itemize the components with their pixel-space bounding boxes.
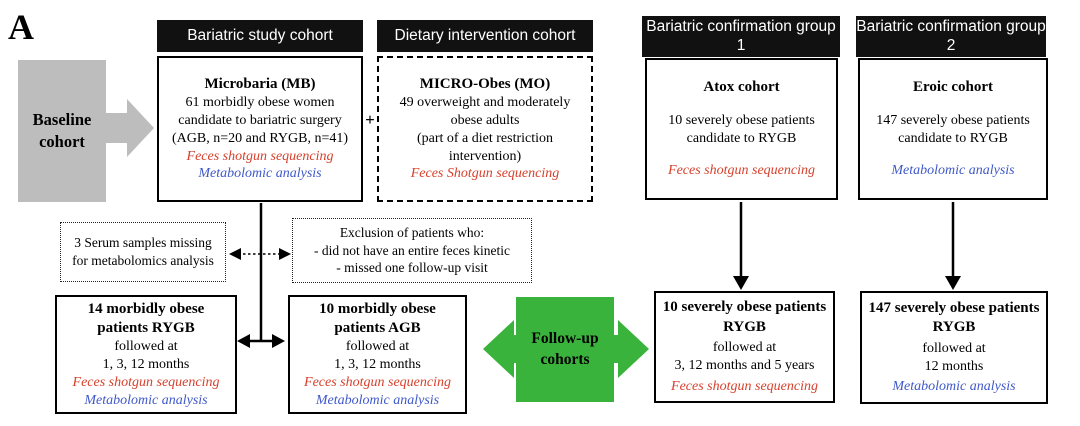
eroic-down-arrowhead — [945, 276, 961, 290]
atox-followup-box: 10 severely obese patients RYGB followed… — [654, 291, 835, 403]
micro-obes-description2: (part of a diet restriction intervention… — [416, 130, 554, 164]
mb-split-connector — [247, 203, 275, 343]
eroic-followup-followed: followed at 12 months — [868, 340, 1040, 376]
followup-center-rect — [516, 297, 614, 402]
atox-followup-title: 10 severely obese patients RYGB — [662, 299, 827, 335]
mb-agb-schedule: 1, 3, 12 months — [334, 356, 421, 372]
mb-rygb-followed: followed at — [114, 338, 178, 354]
eroic-followup-title: 147 severely obese patients RYGB — [868, 299, 1040, 335]
mb-rygb-schedule: 1, 3, 12 months — [102, 356, 190, 372]
header-bariatric-confirmation-group2: Bariatric confirmation group 2 — [856, 16, 1046, 57]
header-bariatric-study-cohort: Bariatric study cohort — [157, 20, 363, 52]
mb-agb-sequencing-tag: Feces shotgun sequencing — [304, 374, 451, 390]
atox-followup-schedule: 3, 12 months and 5 years — [674, 358, 815, 374]
eroic-cohort-box: Eroic cohort 147 severely obese patients… — [858, 58, 1048, 200]
mb-agb-followed: followed at — [345, 338, 410, 354]
eroic-followup-metabolomic-tag: Metabolomic analysis — [892, 379, 1016, 395]
dotted-arrowhead-right — [279, 248, 291, 260]
baseline-cohort-box: Baseline cohort — [18, 60, 106, 202]
microbaria-title: Microbaria (MB) — [204, 75, 316, 92]
eroic-followup-box: 147 severely obese patients RYGB followe… — [860, 291, 1048, 404]
mb-rygb-sequencing-tag: Feces shotgun sequencing — [72, 374, 220, 390]
header-dietary-intervention-cohort: Dietary intervention cohort — [377, 20, 593, 52]
plus-sign: + — [365, 110, 375, 129]
exclusion-title: Exclusion of patients who: — [339, 225, 485, 241]
baseline-arrow — [104, 99, 154, 157]
mb-agb-title: 10 morbidly obese patients AGB — [319, 300, 436, 336]
atox-followup-sequencing-tag: Feces shotgun sequencing — [671, 378, 818, 394]
exclusion-item-1: - did not have an entire feces kinetic — [313, 242, 511, 258]
eroic-followed-text: followed at — [922, 340, 986, 356]
mb-split-arrowhead-right — [272, 334, 285, 348]
atox-title: Atox cohort — [703, 78, 780, 95]
header-bariatric-confirmation-group1: Bariatric confirmation group 1 — [642, 16, 840, 57]
mb-rygb-metabolomic-tag: Metabolomic analysis — [84, 392, 208, 408]
atox-sequencing-tag: Feces shotgun sequencing — [668, 163, 815, 179]
micro-obes-sequencing-tag: Feces Shotgun sequencing — [410, 166, 560, 182]
micro-obes-description: 49 overweight and moderately obese adult… — [399, 94, 571, 128]
mb-rygb-followup-box: 14 morbidly obese patients RYGB followed… — [55, 295, 237, 414]
microbaria-metabolomic-tag: Metabolomic analysis — [198, 166, 322, 182]
atox-followed-text: followed at — [712, 340, 777, 356]
microbaria-box: Microbaria (MB) 61 morbidly obese women … — [157, 56, 363, 202]
panel-label: A — [8, 7, 34, 47]
exclusion-note: Exclusion of patients who: - did not hav… — [292, 218, 532, 283]
micro-obes-title: MICRO-Obes (MO) — [419, 75, 551, 92]
atox-down-arrowhead — [733, 276, 749, 290]
atox-followup-followed: followed at 3, 12 months and 5 years — [662, 339, 827, 375]
atox-cohort-box: Atox cohort 10 severely obese patients c… — [645, 58, 838, 200]
mb-rygb-title: 14 morbidly obese patients RYGB — [87, 300, 205, 336]
dotted-arrowhead-left — [229, 248, 241, 260]
eroic-title: Eroic cohort — [912, 78, 994, 95]
mb-agb-metabolomic-tag: Metabolomic analysis — [315, 392, 440, 408]
serum-missing-note: 3 Serum samples missing for metabolomics… — [60, 222, 226, 282]
eroic-description: 147 severely obese patients candidate to… — [876, 112, 1030, 146]
eroic-metabolomic-tag: Metabolomic analysis — [891, 163, 1015, 179]
microbaria-sequencing-tag: Feces shotgun sequencing — [186, 148, 334, 164]
eroic-followup-schedule: 12 months — [924, 358, 984, 374]
microbaria-description: 61 morbidly obese women candidate to bar… — [171, 94, 348, 146]
followup-cohorts-label: Follow-up cohorts — [531, 330, 599, 368]
exclusion-item-2: - missed one follow-up visit — [336, 260, 488, 276]
micro-obes-box: MICRO-Obes (MO) 49 overweight and modera… — [377, 56, 593, 202]
mb-split-arrowhead-left — [237, 334, 250, 348]
mb-agb-followup-box: 10 morbidly obese patients AGB followed … — [288, 295, 467, 414]
atox-description: 10 severely obese patients candidate to … — [668, 112, 815, 146]
